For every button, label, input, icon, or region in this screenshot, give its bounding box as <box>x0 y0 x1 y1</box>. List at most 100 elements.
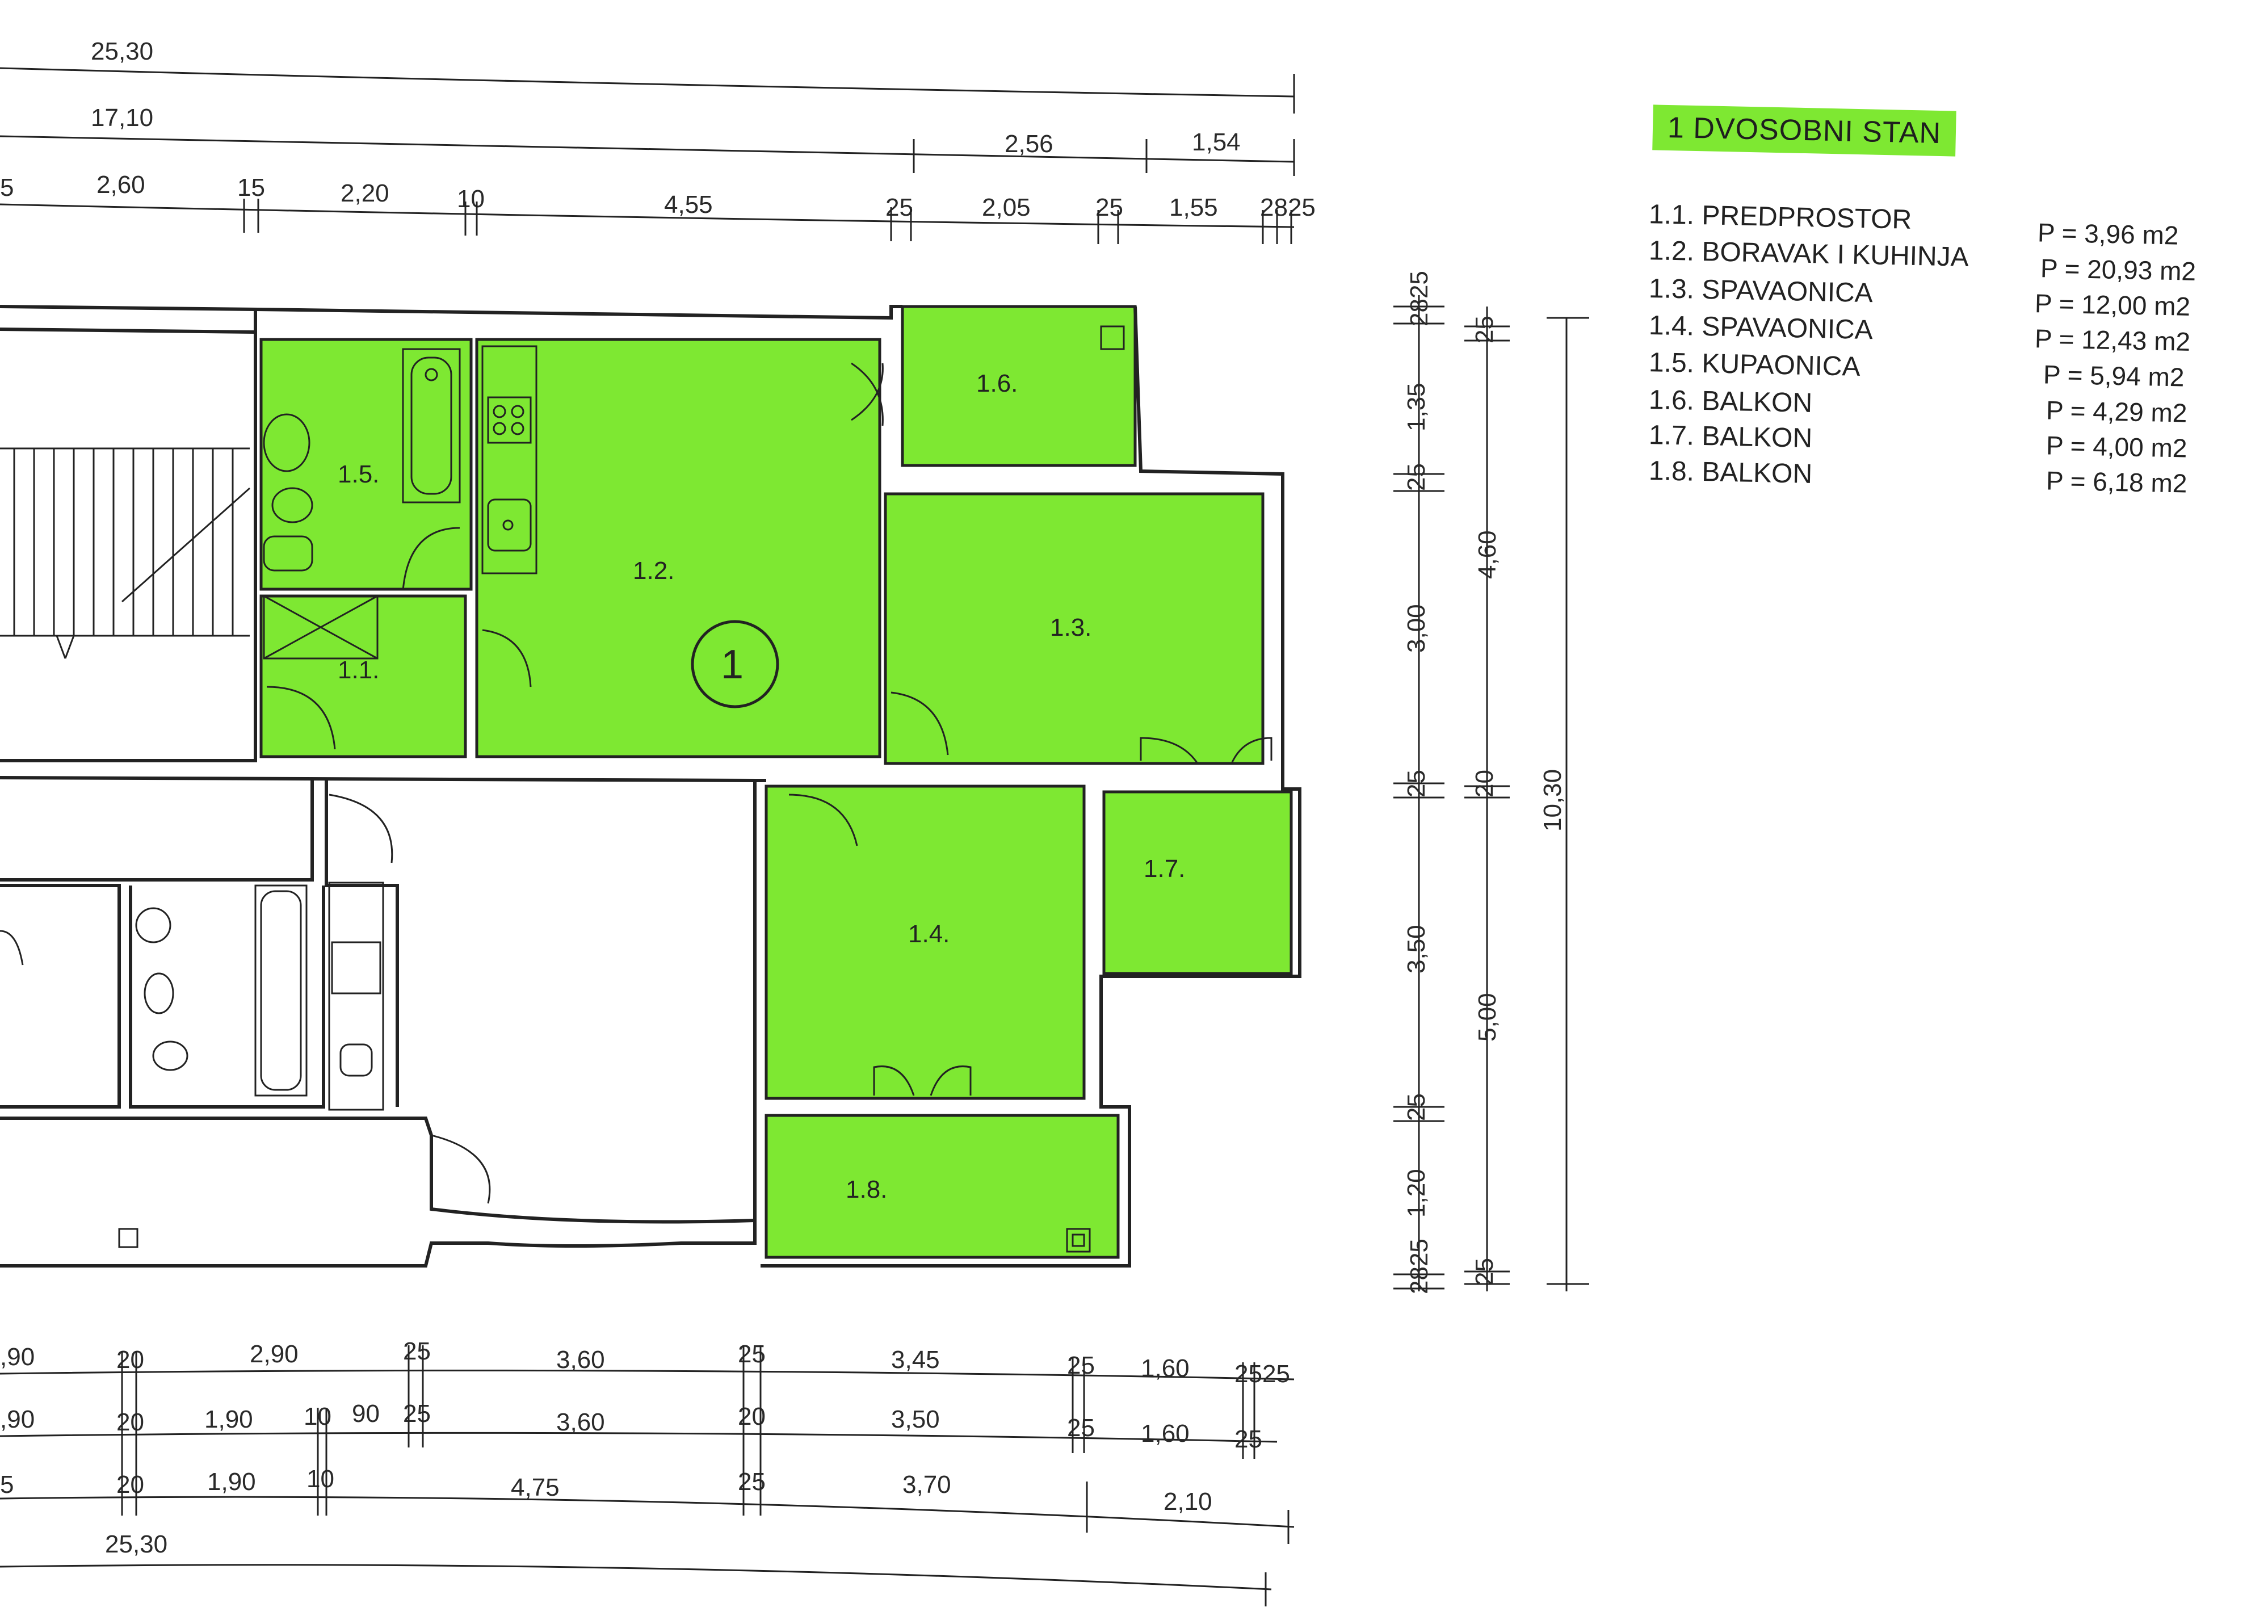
bottom-dim: 4,75 <box>511 1474 560 1501</box>
legend-code: 1.6. <box>1648 384 1695 416</box>
bottom-dimensions: ,90 20 2,90 25 3,60 25 3,45 25 1,60 2525… <box>0 1337 1295 1606</box>
legend-row: 1.6. BALKON <box>1648 384 1812 419</box>
top-dim: 25 <box>1095 194 1123 221</box>
room-label-1-8: 1.8. <box>846 1176 887 1203</box>
right-dim: 25 <box>1402 463 1430 491</box>
room-1-7 <box>1102 790 1293 975</box>
legend-row: 1.1. PREDPROSTOR <box>1648 199 1912 236</box>
legend-row: 1.5. KUPAONICA <box>1648 347 1860 383</box>
legend-name: KUPAONICA <box>1701 349 1861 382</box>
bottom-dim: 25 <box>1067 1414 1095 1442</box>
legend-name: BALKON <box>1701 456 1813 490</box>
legend-area: P = 5,94 m2 <box>2043 359 2185 392</box>
bottom-dim: 10 <box>306 1465 334 1493</box>
bottom-dim: 3,60 <box>556 1408 605 1436</box>
right-dim: 1,35 <box>1402 383 1430 431</box>
right-dim: 25 <box>1402 770 1430 798</box>
right-dim: 2825 <box>1405 271 1433 326</box>
legend-name: SPAVAONICA <box>1701 311 1874 346</box>
building-walls <box>0 305 757 1268</box>
bottom-dim: 5 <box>0 1471 14 1499</box>
staircase <box>0 447 250 659</box>
room-label-1-7: 1.7. <box>1144 855 1185 883</box>
room-1-1 <box>259 594 467 758</box>
bottom-dim: 1,90 <box>204 1405 253 1433</box>
legend-row: 1.4. SPAVAONICA <box>1648 310 1873 346</box>
legend-code: 1.4. <box>1648 310 1695 342</box>
top-dim: 4,55 <box>664 191 713 219</box>
top-dimensions: 25,30 17,10 2,56 1,54 5 2,60 15 2,20 10 … <box>0 37 1316 244</box>
right-dim: 1,20 <box>1402 1169 1430 1218</box>
bottom-dim: 2,10 <box>1164 1488 1212 1516</box>
bathroom-fixtures <box>263 348 461 660</box>
room-1-6 <box>901 305 1137 467</box>
top-dim: 15 <box>237 174 265 202</box>
top-dim: 2,60 <box>96 171 145 199</box>
right-dim: 25 <box>1402 1093 1430 1121</box>
legend-row: 1.7. BALKON <box>1648 419 1812 454</box>
top-dim: 1,55 <box>1169 194 1218 221</box>
room-label-1-2: 1.2. <box>633 557 674 585</box>
bottom-dim: 25 <box>403 1400 431 1428</box>
top-total-dim: 25,30 <box>91 37 153 65</box>
bottom-dim: 25 <box>1067 1352 1095 1379</box>
legend-row: 1.2. BORAVAK I KUHINJA <box>1648 235 1969 273</box>
top-dim: 5 <box>0 174 14 202</box>
room-1-4 <box>765 784 1086 1100</box>
legend-code: 1.8. <box>1648 455 1695 487</box>
bottom-dim: 25 <box>1234 1425 1262 1453</box>
room-label-1-3: 1.3. <box>1050 614 1091 641</box>
legend-name: SPAVAONICA <box>1701 274 1874 309</box>
top-dim: 25 <box>885 194 913 221</box>
lower-fixtures <box>0 794 491 1204</box>
top-dim: 10 <box>457 185 485 213</box>
top-dim: 2,20 <box>341 179 389 207</box>
right-dim: 3,50 <box>1402 925 1430 973</box>
room-1-8 <box>765 1114 1120 1259</box>
bottom-dim: 2,90 <box>250 1340 299 1368</box>
legend-area: P = 4,00 m2 <box>2046 430 2188 463</box>
room-1-2 <box>475 338 881 758</box>
top-dim-17-10: 17,10 <box>91 104 153 132</box>
legend-code: 1.5. <box>1648 347 1695 379</box>
room-label-1-1: 1.1. <box>338 656 379 684</box>
legend-code: 1.7. <box>1648 419 1695 451</box>
kitchen-fixtures <box>481 345 537 574</box>
legend-area: P = 6,18 m2 <box>2046 465 2188 498</box>
right-total-dim: 10,30 <box>1539 769 1566 832</box>
legend-area: P = 3,96 m2 <box>2037 217 2179 250</box>
legend-name: PREDPROSTOR <box>1701 200 1912 235</box>
legend-row: 1.8. BALKON <box>1648 455 1812 490</box>
legend-area: P = 12,00 m2 <box>2034 288 2191 321</box>
right-dim: 25 <box>1471 1258 1498 1286</box>
room-1-5 <box>259 338 473 591</box>
top-dim: 2,05 <box>982 194 1031 221</box>
bottom-dim: 1,60 <box>1141 1420 1190 1447</box>
legend-name: BALKON <box>1701 421 1813 454</box>
bottom-dim: ,90 <box>0 1405 35 1433</box>
legend-code: 1.3. <box>1648 273 1695 305</box>
unit-marker-label: 1 <box>721 642 744 687</box>
legend-area: P = 20,93 m2 <box>2040 253 2196 286</box>
door-swings <box>266 325 1272 1253</box>
bottom-dim: ,90 <box>0 1343 35 1371</box>
bottom-dim: 3,50 <box>891 1405 940 1433</box>
right-dimensions: 2825 1,35 25 3,00 25 3,50 25 1,20 2825 2… <box>1393 271 1589 1294</box>
unit-marker <box>691 620 779 708</box>
bottom-dim: 25 <box>738 1340 766 1368</box>
right-dim: 5,00 <box>1473 993 1501 1042</box>
bottom-dim: 20 <box>116 1408 144 1436</box>
right-dim: 25 <box>1471 316 1498 343</box>
right-dim: 3,00 <box>1402 604 1430 653</box>
right-dim: 20 <box>1471 770 1498 798</box>
right-dim: 4,60 <box>1473 530 1501 579</box>
legend-code: 1.1. <box>1648 199 1695 230</box>
legend-area: P = 12,43 m2 <box>2034 324 2191 356</box>
legend-name: BALKON <box>1701 385 1813 419</box>
room-label-1-5: 1.5. <box>338 460 379 488</box>
legend-area: P = 4,29 m2 <box>2046 395 2188 428</box>
top-dim-1-54: 1,54 <box>1192 128 1241 156</box>
room-label-1-6: 1.6. <box>976 370 1018 397</box>
bottom-dim: 3,60 <box>556 1346 605 1374</box>
